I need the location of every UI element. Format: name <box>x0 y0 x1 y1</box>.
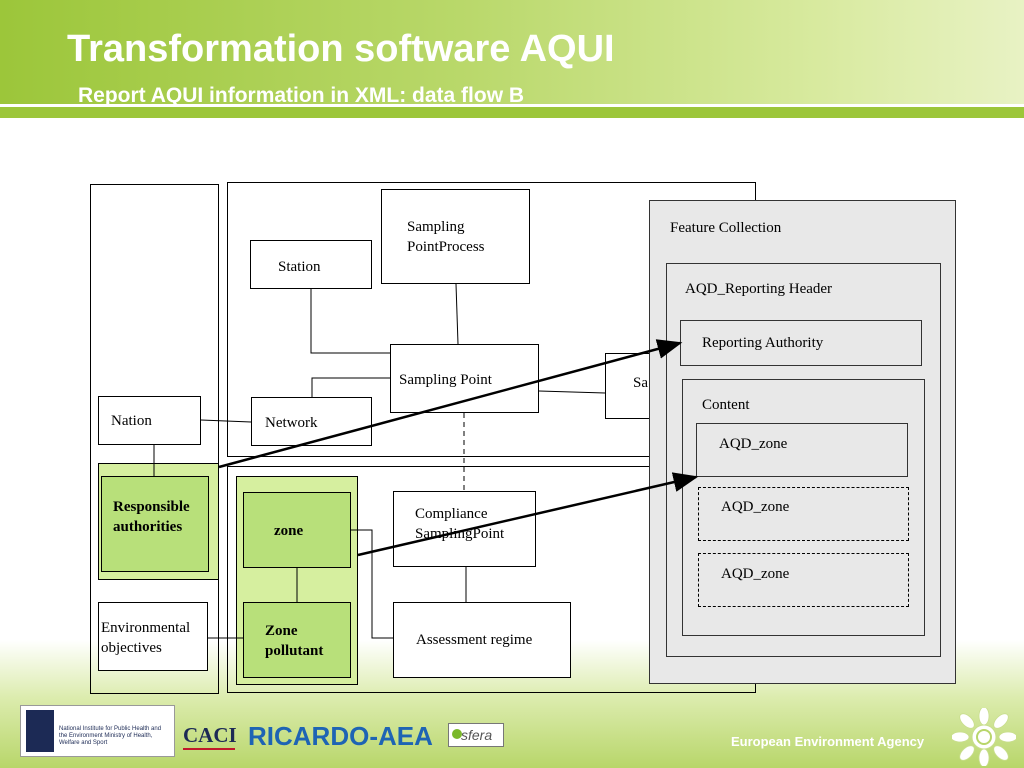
station-label: Station <box>278 259 321 275</box>
zone-label: zone <box>274 523 304 539</box>
aqd-zone-box: AQD_zone <box>698 487 909 541</box>
aqd-zone-box: AQD_zone <box>696 423 908 477</box>
left-column-frame <box>90 184 219 694</box>
nation-box: Nation <box>98 396 201 445</box>
nation-label: Nation <box>111 413 152 429</box>
reporting-authority-label: Reporting Authority <box>702 335 824 351</box>
caci-logo: CACI <box>183 722 237 750</box>
reporting-header-label: AQD_Reporting Header <box>685 281 833 297</box>
aqd-zone-label: AQD_zone <box>719 436 788 452</box>
rivm-logo-text: National Institute for Public Health and… <box>59 726 162 746</box>
header-divider <box>0 104 1024 107</box>
responsible-authorities-box: Responsible authorities <box>101 476 209 572</box>
sampling-point-process-label: Sampling PointProcess <box>407 219 485 255</box>
connector-zone-to-regime <box>351 529 393 639</box>
ricardo-aea-logo: RICARDO-AEA <box>248 721 433 751</box>
connector-point-to-sample <box>538 390 606 394</box>
network-box: Network <box>251 397 372 446</box>
sample-label-partial: Sa <box>633 375 648 391</box>
compliance-sampling-point-box: Compliance SamplingPoint <box>393 491 536 567</box>
content-label: Content <box>702 397 750 413</box>
connector-network-to-point <box>311 377 390 397</box>
zone-pollutant-label: Zone pollutant <box>265 623 324 659</box>
sfera-logo: sfera <box>448 723 504 747</box>
slide-subtitle: Report AQUI information in XML: data flo… <box>78 84 525 104</box>
zone-pollutant-box: Zone pollutant <box>243 602 351 678</box>
crest-icon <box>26 710 54 752</box>
environmental-objectives-box: Environmental objectives <box>98 602 208 671</box>
aqd-zone-label: AQD_zone <box>721 499 790 515</box>
connector-process-to-point <box>455 283 459 345</box>
header-band <box>0 0 1024 104</box>
assessment-regime-label: Assessment regime <box>416 632 533 648</box>
rivm-logo: National Institute for Public Health and… <box>20 705 175 757</box>
sampling-point-label: Sampling Point <box>399 372 492 388</box>
header-stripe <box>0 107 1024 118</box>
network-label: Network <box>265 415 318 431</box>
slide-title: Transformation software AQUI <box>67 28 615 70</box>
station-box: Station <box>250 240 372 289</box>
aqd-zone-box: AQD_zone <box>698 553 909 607</box>
arrow-authorities-to-reporting-authority <box>218 339 683 469</box>
connector-station-to-point <box>310 289 390 354</box>
sampling-point-process-box: Sampling PointProcess <box>381 189 530 284</box>
connector-nation-to-network <box>200 419 252 423</box>
feature-collection-label: Feature Collection <box>670 220 782 236</box>
sfera-leaf-icon <box>452 729 462 739</box>
environmental-objectives-label: Environmental objectives <box>101 620 191 656</box>
aqd-zone-label: AQD_zone <box>721 566 790 582</box>
assessment-regime-box: Assessment regime <box>393 602 571 678</box>
sun-icon <box>952 708 1016 766</box>
compliance-sampling-point-label: Compliance SamplingPoint <box>415 506 505 542</box>
responsible-authorities-label: Responsible authorities <box>113 499 190 535</box>
zone-box: zone <box>243 492 351 568</box>
reporting-authority-box: Reporting Authority <box>680 320 922 366</box>
agency-label: European Environment Agency <box>731 734 925 749</box>
arrow-zone-to-aqd-zone <box>357 472 699 557</box>
